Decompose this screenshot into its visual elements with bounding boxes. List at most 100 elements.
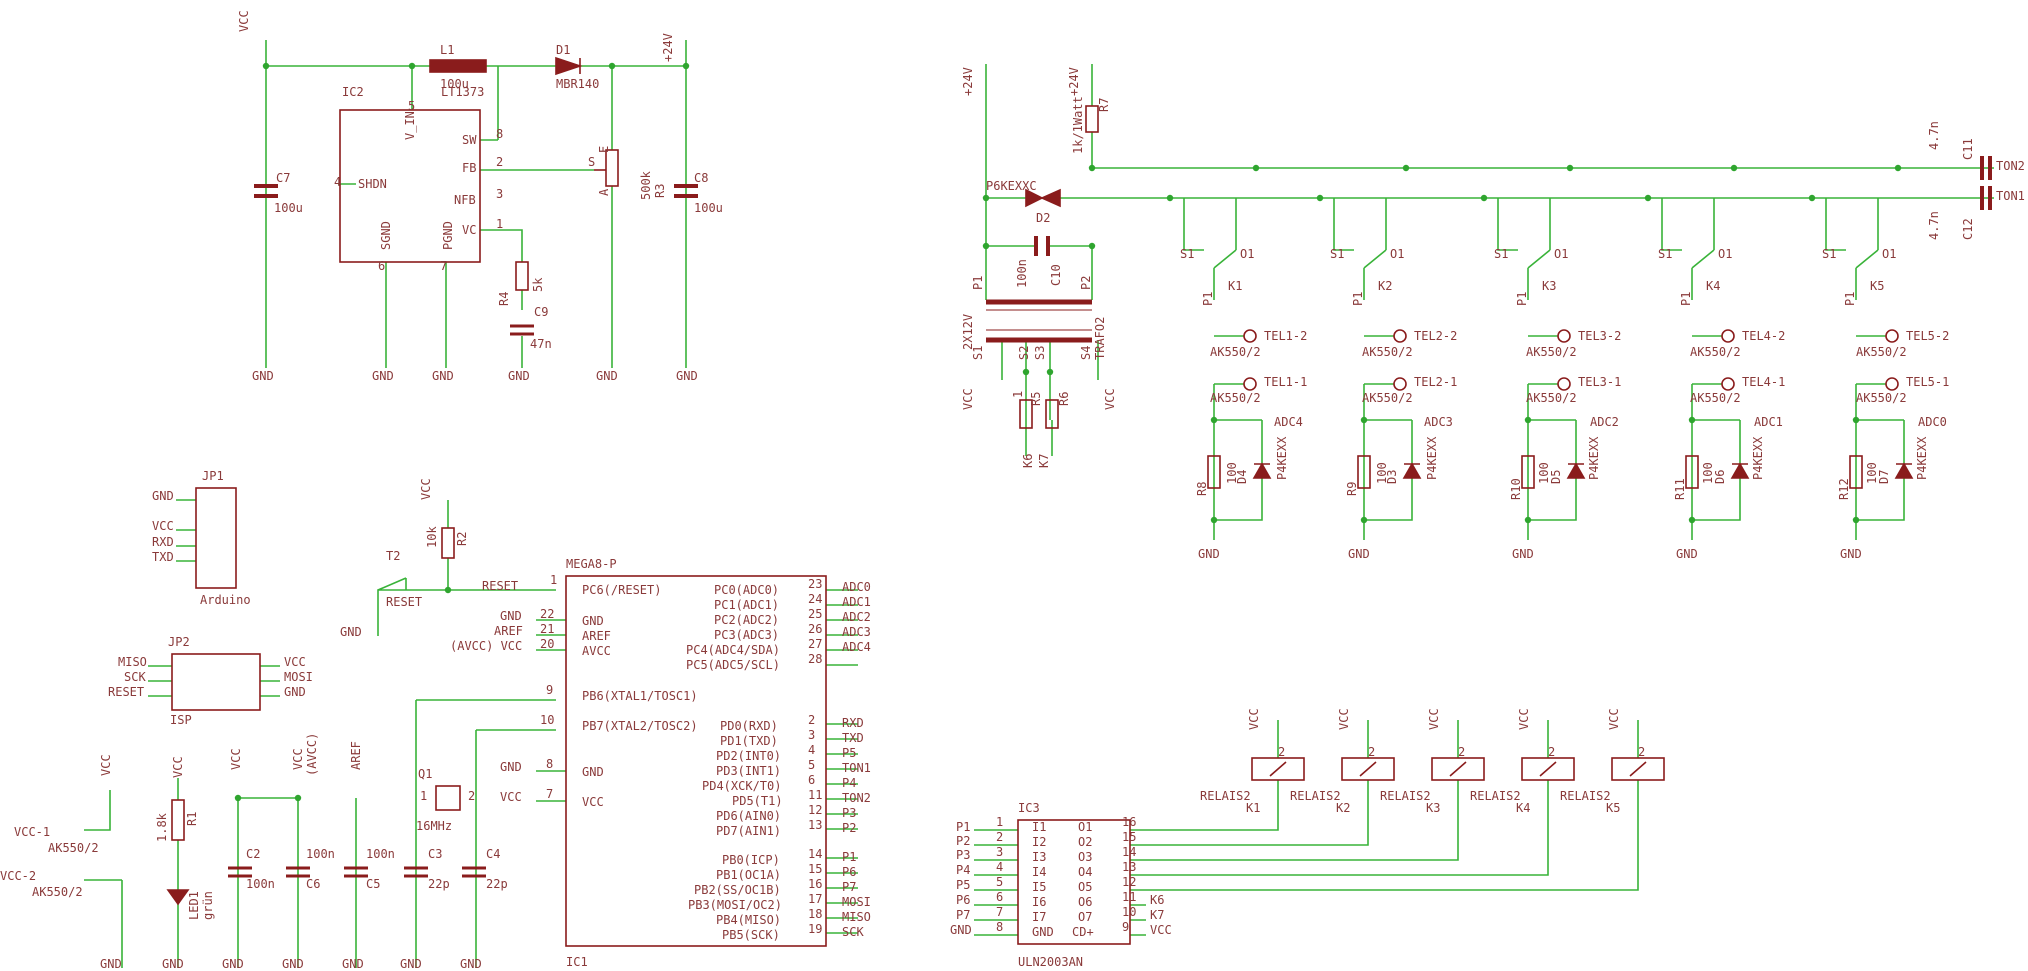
- label-185: PC0(ADC0): [714, 583, 779, 597]
- label-57: S3: [1033, 346, 1047, 360]
- terminal-5-1: [1885, 329, 1899, 343]
- label-56: S2: [1017, 346, 1031, 360]
- label-235: P6: [842, 865, 856, 879]
- label-328: O4: [1078, 865, 1092, 879]
- terminal-1-2: [1243, 377, 1257, 391]
- label-72: S1: [1180, 247, 1194, 261]
- relay-coil-mark-1: [1269, 761, 1287, 777]
- label-14: SGND: [379, 221, 393, 250]
- label-156: VCC: [419, 478, 433, 500]
- label-260: 100n: [246, 877, 275, 891]
- label-109: AK550/2: [1690, 391, 1741, 405]
- label-244: IC1: [566, 955, 588, 969]
- label-177: 1: [550, 573, 557, 587]
- label-294: RELAIS2: [1380, 789, 1431, 803]
- junction-dot-26: [1360, 516, 1368, 524]
- label-279: GND: [460, 957, 482, 971]
- junction-dot-13: [1644, 194, 1652, 202]
- label-224: 6: [808, 773, 815, 787]
- label-314: 6: [996, 890, 1003, 904]
- label-125: D5: [1549, 470, 1563, 484]
- label-175: GND: [500, 760, 522, 774]
- label-274: GND: [162, 957, 184, 971]
- label-75: P1: [1201, 292, 1215, 306]
- label-338: 11: [1122, 890, 1136, 904]
- label-266: LED1: [187, 891, 201, 920]
- label-222: 5: [808, 758, 815, 772]
- label-64: K6: [1021, 454, 1035, 468]
- label-220: 4: [808, 743, 815, 757]
- label-163: MEGA8-P: [566, 557, 617, 571]
- label-37: 8: [496, 127, 503, 141]
- label-42: 7: [440, 259, 447, 273]
- junction-dot-18: [1022, 368, 1030, 376]
- relay-contact-wire-3: [1497, 198, 1577, 540]
- label-136: P4KEXX: [1915, 436, 1929, 480]
- label-285: 2: [1278, 745, 1285, 759]
- label-45: R7: [1097, 98, 1111, 112]
- label-171: VCC: [582, 795, 604, 809]
- label-329: O5: [1078, 880, 1092, 894]
- label-161: RESET: [482, 579, 518, 593]
- label-9: SW: [462, 133, 477, 147]
- label-27: C9: [534, 305, 548, 319]
- label-40: 1: [496, 217, 503, 231]
- label-323: I7: [1032, 910, 1046, 924]
- label-97: AK550/2: [1526, 345, 1577, 359]
- label-25: R4: [497, 292, 511, 306]
- label-58: S4: [1079, 346, 1093, 360]
- label-30: GND: [372, 369, 394, 383]
- label-120: D3: [1385, 470, 1399, 484]
- label-70: 4.7n: [1927, 211, 1941, 240]
- label-223: TON1: [842, 761, 871, 775]
- label-258: (AVCC): [305, 733, 319, 776]
- label-273: GND: [100, 957, 122, 971]
- junction-dot-32: [294, 794, 302, 802]
- label-54: TRAFO2: [1093, 317, 1107, 360]
- relay-coil-2: [1341, 757, 1395, 781]
- label-251: C4: [486, 847, 500, 861]
- label-123: R10: [1509, 478, 1523, 500]
- label-288: 2: [1548, 745, 1555, 759]
- label-236: 16: [808, 877, 822, 891]
- label-158: R2: [455, 532, 469, 546]
- label-88: S1: [1822, 247, 1836, 261]
- label-334: 15: [1122, 830, 1136, 844]
- label-114: 100: [1225, 462, 1239, 484]
- label-102: TEL1-1: [1264, 375, 1307, 389]
- diode-2: [1402, 462, 1422, 479]
- terminal-4-2: [1721, 377, 1735, 391]
- label-74: K1: [1228, 279, 1242, 293]
- junction-dot-19: [1046, 368, 1054, 376]
- label-330: O6: [1078, 895, 1092, 909]
- junction-dot-20: [1210, 416, 1218, 424]
- label-300: IC3: [1018, 801, 1040, 815]
- label-207: 24: [808, 592, 822, 606]
- label-79: P1: [1351, 292, 1365, 306]
- label-336: 13: [1122, 860, 1136, 874]
- label-213: 27: [808, 637, 822, 651]
- label-61: 1: [1011, 391, 1025, 398]
- junction-dot-17: [1088, 242, 1096, 250]
- relay-coil-4: [1521, 757, 1575, 781]
- label-276: GND: [282, 957, 304, 971]
- label-71: C12: [1961, 218, 1975, 240]
- label-122: ADC2: [1590, 415, 1619, 429]
- label-296: RELAIS2: [1470, 789, 1521, 803]
- label-196: PD5(T1): [732, 794, 783, 808]
- relay-coil-mark-3: [1449, 761, 1467, 777]
- label-105: AK550/2: [1362, 391, 1413, 405]
- label-275: GND: [222, 957, 244, 971]
- label-152: VCC: [284, 655, 306, 669]
- terminal-5-2: [1885, 377, 1899, 391]
- label-22: R3: [653, 184, 667, 198]
- label-301: P1: [956, 820, 970, 834]
- label-234: 15: [808, 862, 822, 876]
- label-194: PD3(INT1): [716, 764, 781, 778]
- label-76: S1: [1330, 247, 1344, 261]
- label-198: PD7(AIN1): [716, 824, 781, 838]
- label-332: CD+: [1072, 925, 1094, 939]
- junction-dot-4: [1088, 164, 1096, 172]
- parts: [166, 56, 1992, 947]
- label-209: 25: [808, 607, 822, 621]
